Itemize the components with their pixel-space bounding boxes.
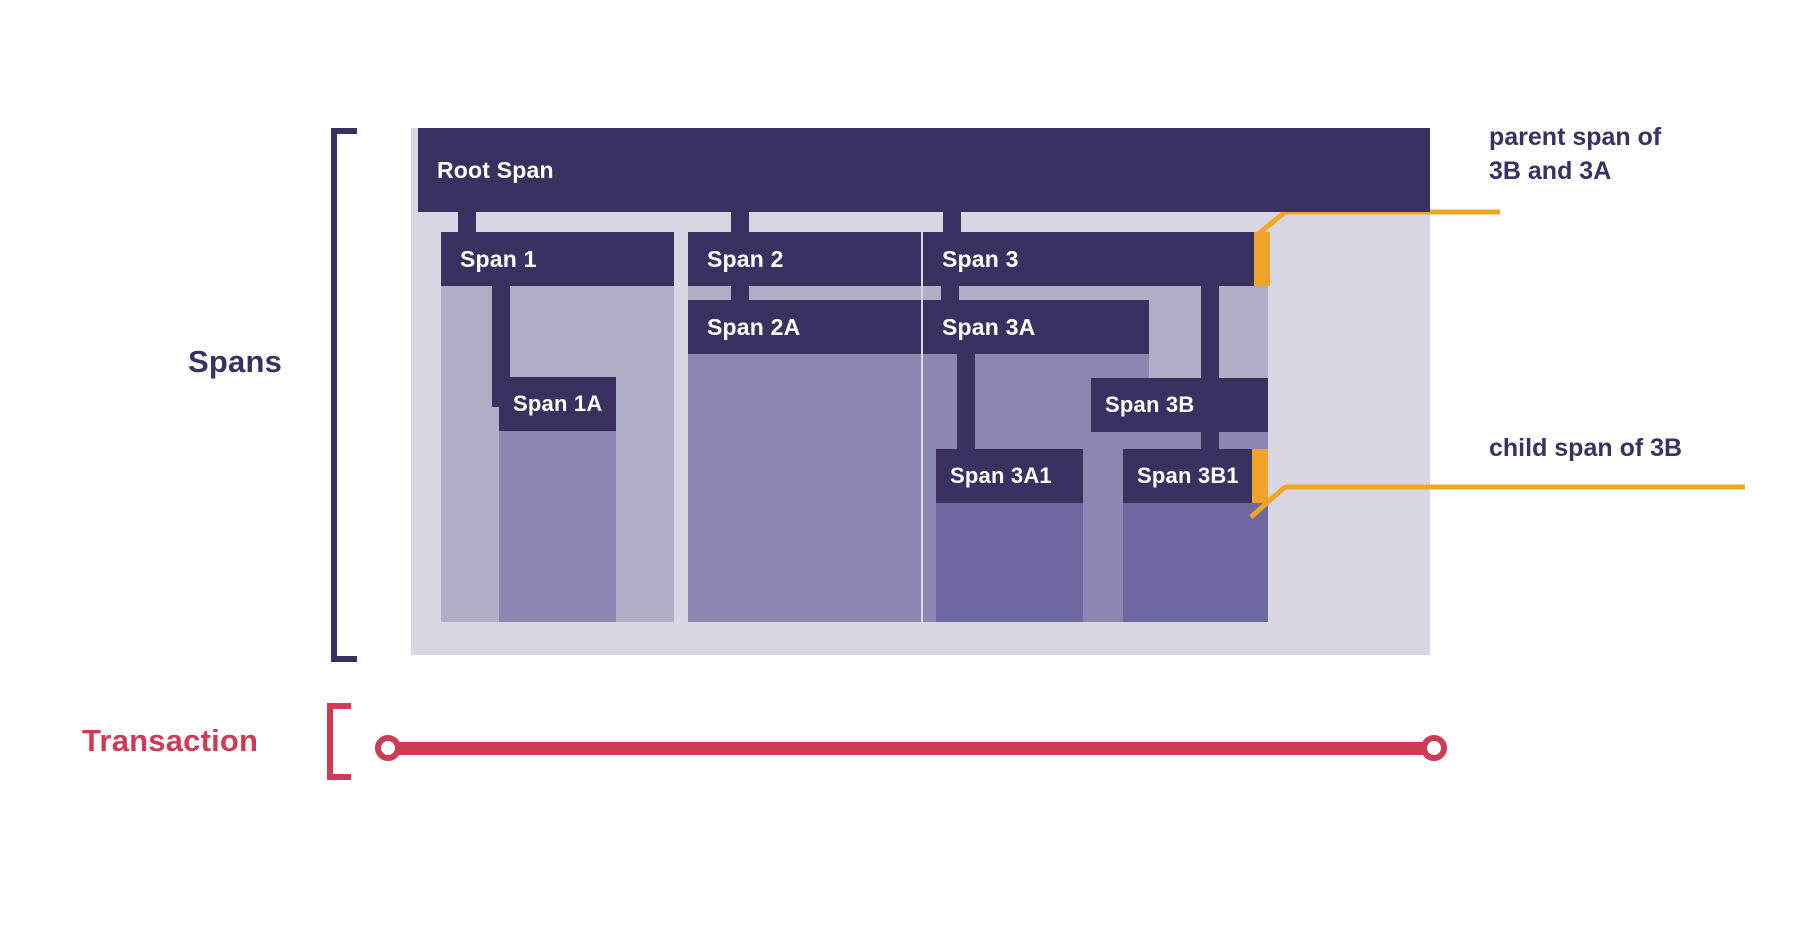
spans-bracket — [331, 128, 357, 662]
highlight-chip-span3 — [1254, 232, 1270, 286]
span-bar-label: Span 1A — [513, 391, 603, 416]
span-bar-span2[interactable]: Span 2 — [688, 232, 921, 286]
transaction-timeline-bar — [382, 742, 1437, 755]
span-bar-label: Span 3A1 — [950, 463, 1052, 488]
spans-tree: Root Span Span 1 Span 1A Span 2 Span 2A — [411, 128, 1430, 655]
transaction-section-label: Transaction — [82, 723, 259, 758]
span-bar-span3b[interactable]: Span 3B — [1091, 378, 1268, 432]
span2a-body — [688, 326, 921, 622]
callout-parent-span: parent span of 3B and 3A — [1489, 123, 1662, 185]
span-bar-label: Span 1 — [460, 245, 537, 272]
spans-section-label: Spans — [188, 344, 283, 379]
span1a-body — [499, 404, 616, 622]
span-bar-label: Span 2 — [707, 245, 784, 272]
transaction-bracket — [327, 703, 351, 780]
span-bar-span2a[interactable]: Span 2A — [688, 300, 921, 354]
span-bar-label: Root Span — [437, 156, 554, 183]
callout-child-span: child span of 3B — [1489, 434, 1683, 462]
span-bar-label: Span 2A — [707, 313, 801, 340]
span-bar-span1a[interactable]: Span 1A — [499, 377, 616, 431]
transaction-end-dot — [1421, 735, 1447, 761]
span-bar-span1[interactable]: Span 1 — [441, 232, 674, 286]
span-bar-span3b1[interactable]: Span 3B1 — [1123, 449, 1268, 503]
span-bar-span3a[interactable]: Span 3A — [923, 300, 1149, 354]
span-bar-root[interactable]: Root Span — [418, 128, 1430, 212]
span-bar-span3a1[interactable]: Span 3A1 — [936, 449, 1083, 503]
span-bar-label: Span 3B — [1105, 392, 1195, 417]
highlight-chip-span3b1 — [1252, 449, 1268, 503]
connector-span1-span1a — [492, 286, 510, 407]
span-bar-label: Span 3 — [942, 245, 1019, 272]
span-bar-label: Span 3A — [942, 313, 1036, 340]
connector-span3a-span3a1 — [957, 354, 975, 452]
span-bar-span3[interactable]: Span 3 — [923, 232, 1268, 286]
transaction-start-dot — [375, 735, 401, 761]
span-bar-label: Span 3B1 — [1137, 463, 1239, 488]
